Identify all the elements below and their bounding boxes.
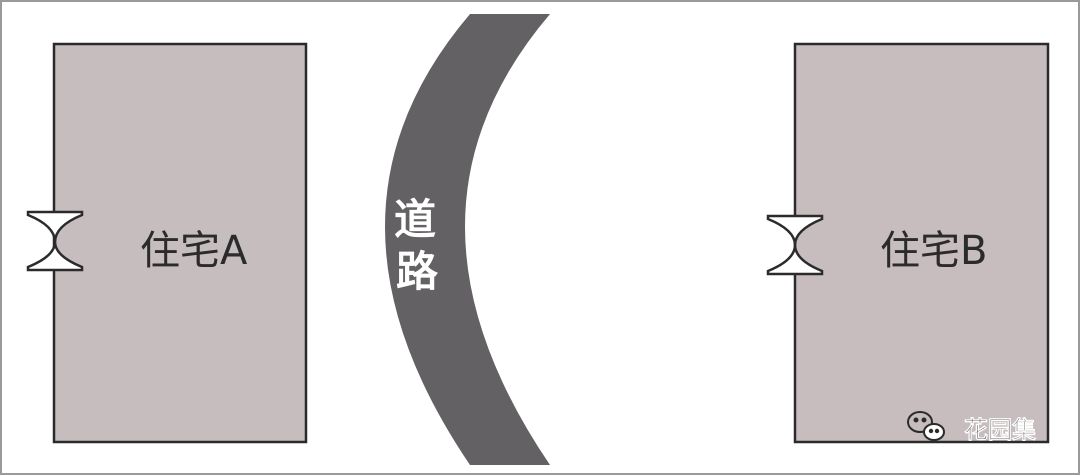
house-a: 住宅A — [52, 42, 308, 444]
road-label-char-2: 路 — [396, 247, 439, 296]
wechat-icon — [907, 411, 945, 441]
house-b-label: 住宅B — [880, 228, 987, 274]
watermark: 花园集 — [907, 411, 1037, 444]
house-b-block — [793, 42, 1050, 444]
road-band — [385, 14, 550, 465]
house-a-block — [52, 42, 308, 444]
road: 道 路 — [385, 14, 550, 465]
door-symbol-icon — [26, 210, 84, 272]
road-label-char-1: 道 — [394, 195, 436, 244]
watermark-text: 花园集 — [964, 416, 1037, 444]
house-a-label: 住宅A — [140, 228, 248, 274]
door-symbol-icon — [766, 214, 824, 276]
house-b: 住宅B — [793, 42, 1050, 444]
